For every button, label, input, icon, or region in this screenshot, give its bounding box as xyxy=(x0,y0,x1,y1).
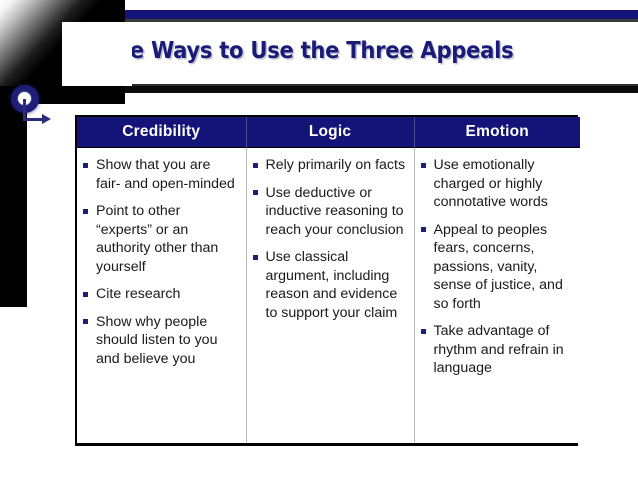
top-bar-shadow xyxy=(115,19,638,22)
bullet-list-credibility: Show that you are fair- and open-minded … xyxy=(83,156,239,368)
table-bottom-border xyxy=(75,443,578,446)
list-item: Use deductive or inductive reasoning to … xyxy=(252,184,407,240)
top-navy-accent-bar xyxy=(115,10,638,19)
list-item: Show why people should listen to you and… xyxy=(83,313,239,369)
column-header-logic: Logic xyxy=(246,117,415,148)
bullet-square-icon xyxy=(252,162,258,168)
list-item: Show that you are fair- and open-minded xyxy=(83,156,239,193)
list-item-text: Show why people should listen to you and… xyxy=(96,313,218,367)
arrow-stem-vertical-icon xyxy=(23,99,26,121)
list-item-text: Use classical argument, including reason… xyxy=(265,249,398,321)
arrow-stem-horizontal-icon xyxy=(23,118,44,121)
table-header-row: Credibility Logic Emotion xyxy=(77,117,580,148)
list-item: Cite research xyxy=(83,285,239,304)
bullet-square-icon xyxy=(83,291,88,297)
list-item-text: Show that you are fair- and open-minded xyxy=(96,157,235,192)
list-item: Appeal to peoples fears, concerns, passi… xyxy=(420,221,574,314)
arrow-head-icon xyxy=(42,114,51,124)
three-appeals-table: Credibility Logic Emotion Show that you … xyxy=(75,115,580,446)
table-row: Show that you are fair- and open-minded … xyxy=(77,147,580,444)
bullet-square-icon xyxy=(252,190,258,195)
list-item-text: Point to other “experts” or an authority… xyxy=(96,203,219,275)
list-item-text: Cite research xyxy=(96,286,181,302)
bullet-list-logic: Rely primarily on facts Use deductive or… xyxy=(252,156,407,322)
list-item: Use emotionally charged or highly connot… xyxy=(420,156,574,212)
corner-gradient-mask xyxy=(62,22,132,86)
list-item-text: Take advantage of rhythm and refrain in … xyxy=(433,323,564,376)
cell-logic: Rely primarily on facts Use deductive or… xyxy=(246,147,415,444)
list-item: Rely primarily on facts xyxy=(252,156,407,175)
column-header-credibility: Credibility xyxy=(77,117,247,148)
bullet-square-icon xyxy=(252,254,258,260)
list-item: Take advantage of rhythm and refrain in … xyxy=(420,322,574,378)
list-item-text: Use deductive or inductive reasoning to … xyxy=(265,184,404,238)
cell-credibility: Show that you are fair- and open-minded … xyxy=(77,147,247,444)
bullet-square-icon xyxy=(83,319,88,324)
bullet-square-icon xyxy=(420,328,426,334)
bullet-square-icon xyxy=(420,227,426,232)
bullet-square-icon xyxy=(420,162,426,168)
title-box: Some Ways to Use the Three Appeals xyxy=(62,22,638,86)
bullet-square-icon xyxy=(83,162,88,168)
list-item-text: Rely primarily on facts xyxy=(265,157,406,173)
list-item: Point to other “experts” or an authority… xyxy=(83,202,239,276)
bullet-list-emotion: Use emotionally charged or highly connot… xyxy=(420,156,574,378)
column-header-emotion: Emotion xyxy=(414,117,580,148)
cell-emotion: Use emotionally charged or highly connot… xyxy=(414,147,580,444)
list-item-text: Use emotionally charged or highly connot… xyxy=(433,157,548,210)
bullet-square-icon xyxy=(83,208,88,214)
page-title: Some Ways to Use the Three Appeals xyxy=(79,36,514,64)
left-vertical-strip-decoration xyxy=(0,86,27,307)
list-item: Use classical argument, including reason… xyxy=(252,248,407,322)
list-item-text: Appeal to peoples fears, concerns, passi… xyxy=(433,221,563,312)
